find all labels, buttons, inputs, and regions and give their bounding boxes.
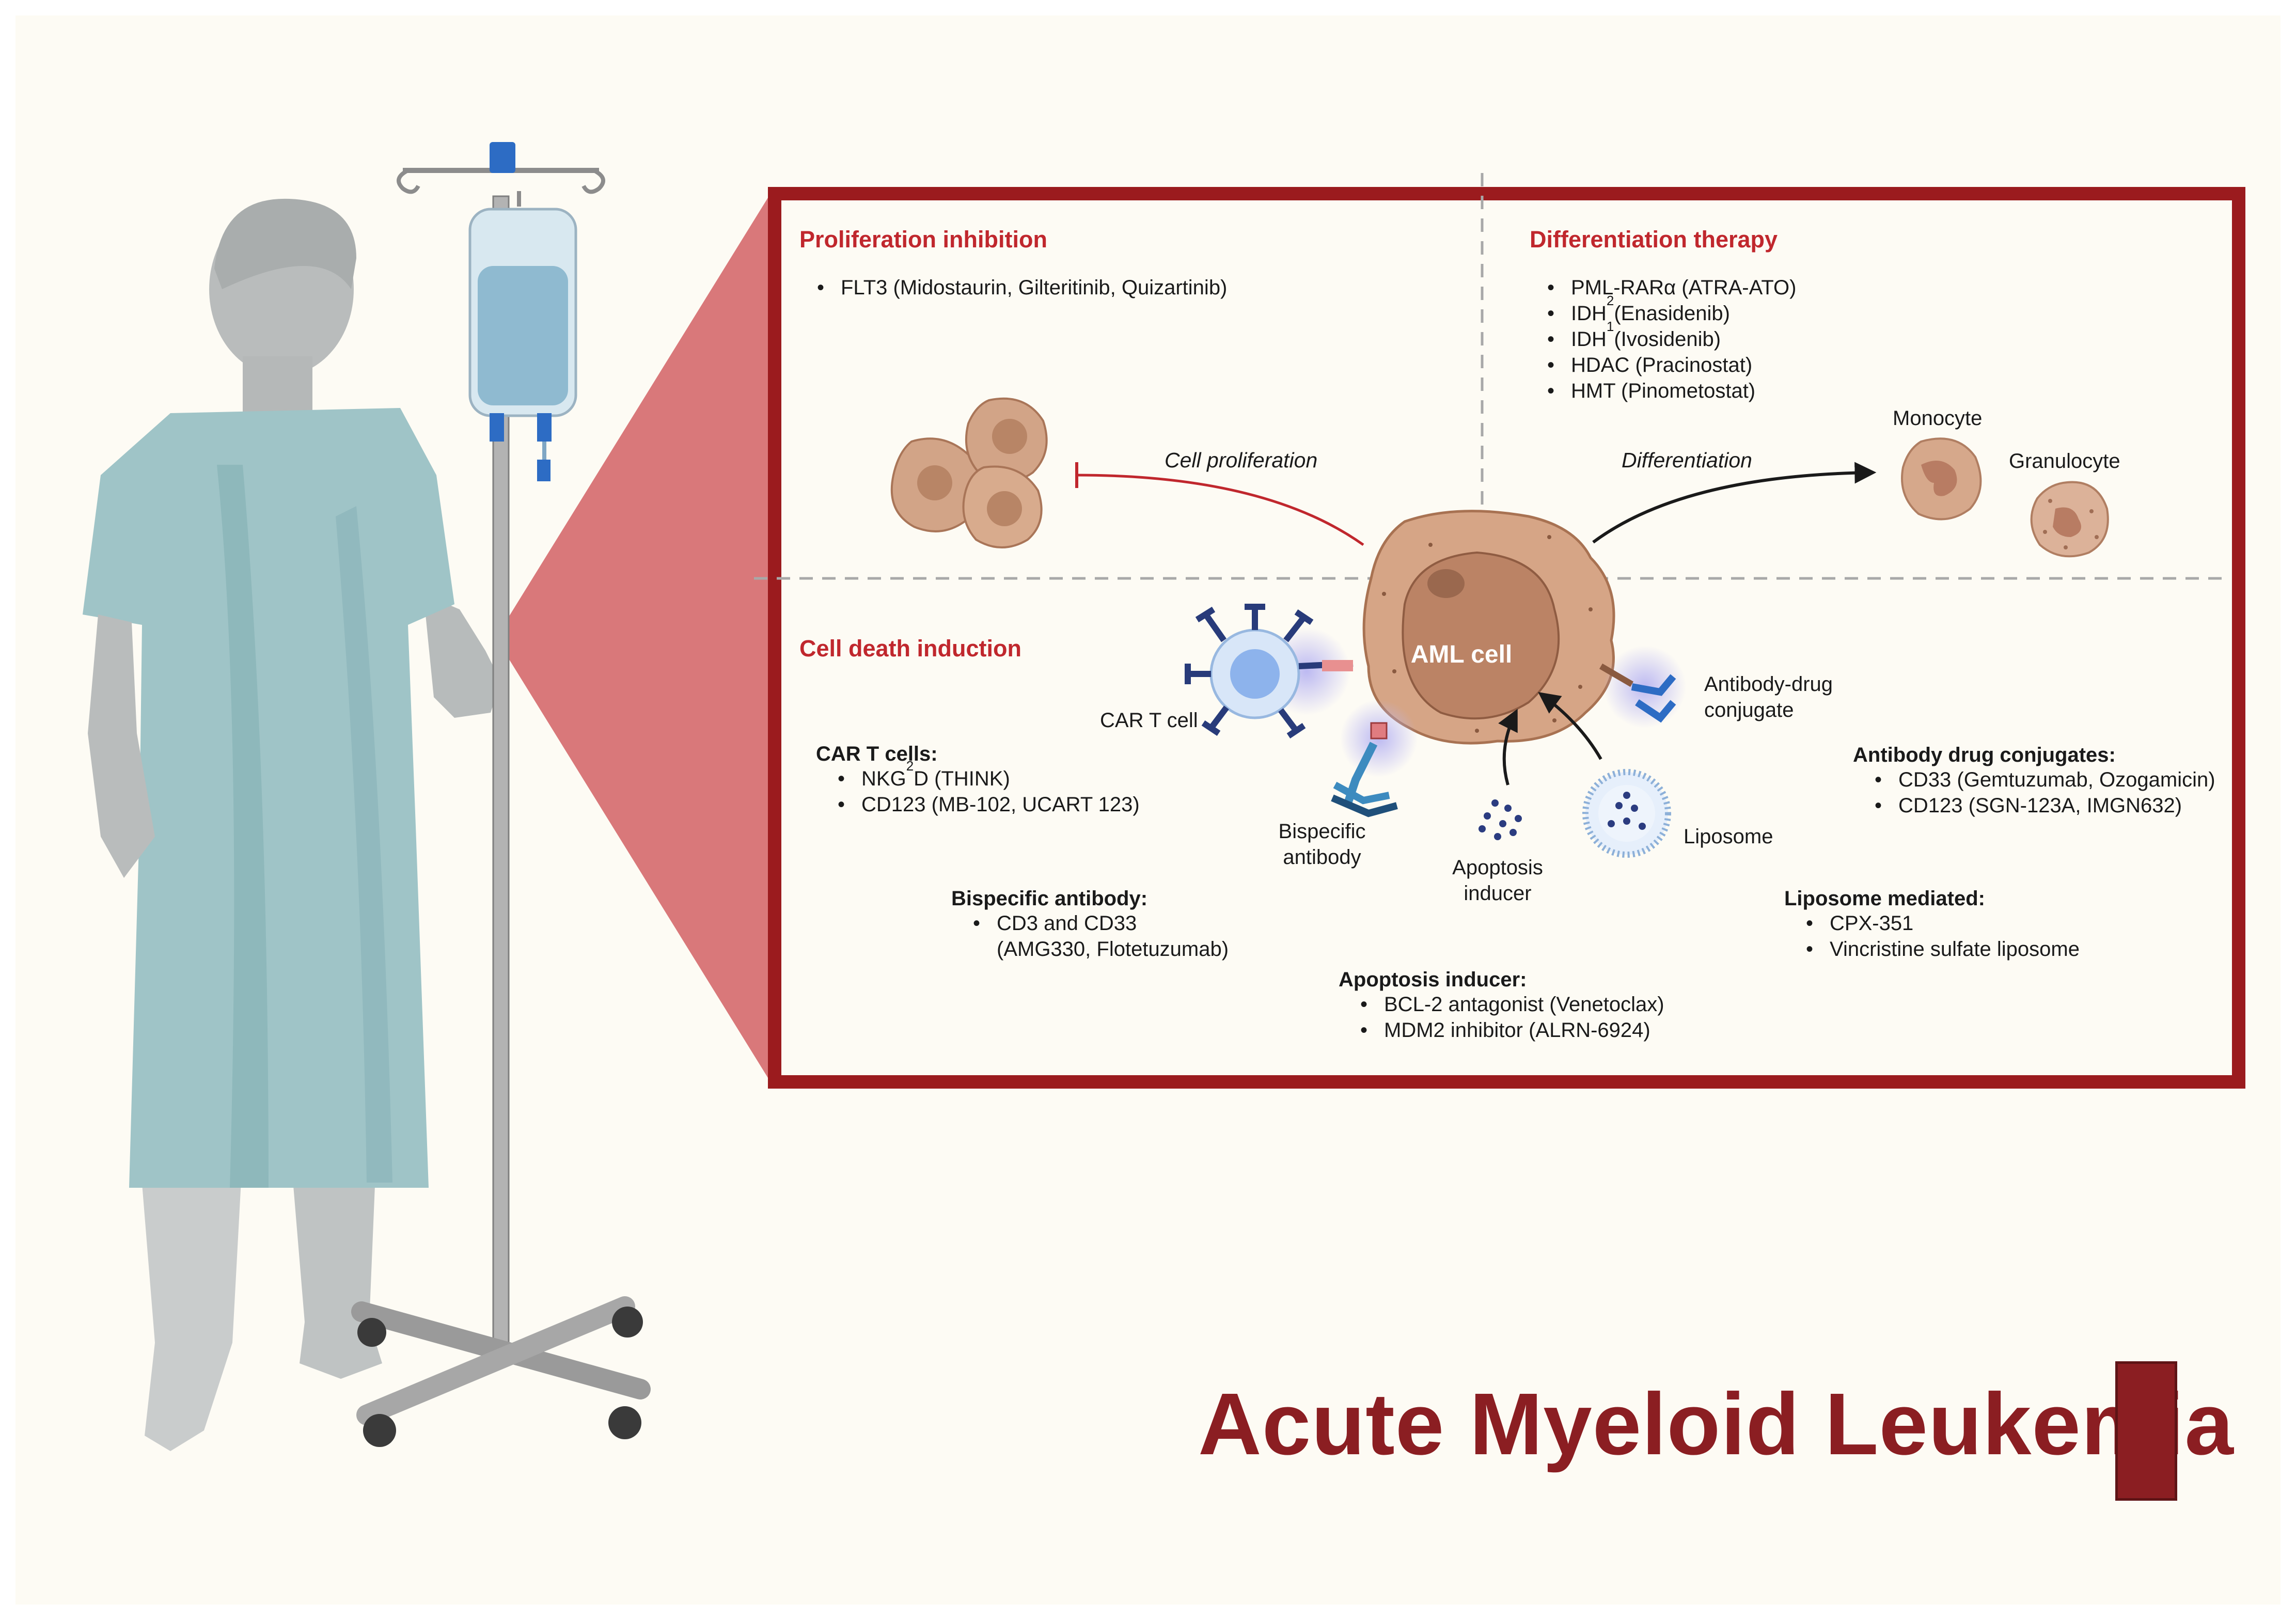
list-item: •BCL-2 antagonist (Venetoclax) [1360, 993, 1664, 1016]
differentiation-label: Differentiation [1622, 448, 1752, 472]
apoptosis-inducer-particles [1479, 799, 1522, 840]
granulocyte-cell [2030, 481, 2109, 558]
apoptosis-group: Apoptosis inducer: •BCL-2 antagonist (Ve… [1339, 968, 1664, 1043]
car-t-cell-label: CAR T cell [1100, 709, 1198, 732]
group-title: Liposome mediated: [1784, 887, 1985, 910]
zoom-wedge [496, 191, 772, 1084]
bispecific-antibody-label: Bispecific antibody [1278, 820, 1366, 869]
list-item: •FLT3 (Midostaurin, Gilteritinib, Quizar… [817, 276, 1228, 299]
proliferating-cells [890, 397, 1048, 548]
list-item: •CD123 (MB-102, UCART 123) [838, 793, 1140, 816]
group-title: Bispecific antibody: [951, 887, 1148, 910]
heading-differentiation: Differentiation therapy [1530, 226, 1778, 253]
liposome-group: Liposome mediated: •CPX-351 •Vincristine… [1784, 887, 2080, 962]
liposome-arrow [1538, 692, 1602, 760]
adc-group: Antibody drug conjugates: •CD33 (Gemtuzu… [1853, 744, 2215, 819]
liposome-particle [1582, 769, 1671, 858]
liposome-label: Liposome [1684, 825, 1773, 848]
antibody-drug-conjugate [1599, 646, 1686, 728]
apoptosis-inducer-label: Apoptosis inducer [1452, 856, 1543, 905]
list-item-continuation: (AMG330, Flotetuzumab) [997, 938, 1229, 961]
list-item: •CD3 and CD33 [973, 912, 1137, 935]
main-title: Acute Myeloid Leukemia [1198, 1375, 2234, 1473]
list-item: •HMT (Pinometostat) [1547, 380, 1756, 402]
title-accent-block [2115, 1361, 2177, 1501]
group-title: CAR T cells: [816, 743, 938, 765]
list-item: •Vincristine sulfate liposome [1806, 938, 2080, 961]
heading-proliferation: Proliferation inhibition [799, 226, 1047, 253]
patient-figure [83, 198, 501, 1451]
list-item: •HDAC (Pracinostat) [1547, 354, 1753, 376]
list-item: •CD33 (Gemtuzumab, Ozogamicin) [1875, 768, 2215, 791]
heading-cell-death: Cell death induction [799, 635, 1022, 662]
list-item: •CD123 (SGN-123A, IMGN632) [1875, 794, 2182, 817]
proliferation-list: •FLT3 (Midostaurin, Gilteritinib, Quizar… [817, 275, 1227, 301]
list-item: •CPX-351 [1806, 912, 1914, 935]
cell-proliferation-label: Cell proliferation [1165, 448, 1318, 472]
differentiation-arrow [1592, 462, 1877, 544]
group-title: Apoptosis inducer: [1339, 968, 1527, 991]
iv-stand [351, 142, 651, 1447]
list-item: •MDM2 inhibitor (ALRN-6924) [1360, 1019, 1650, 1042]
group-title: Antibody drug conjugates: [1853, 744, 2116, 766]
monocyte-cell [1901, 437, 1982, 521]
apoptosis-arrow [1498, 709, 1518, 785]
bispecific-antibody [1331, 700, 1418, 817]
bispecific-group: Bispecific antibody: •CD3 and CD33 (AMG3… [951, 887, 1229, 962]
monocyte-label: Monocyte [1893, 407, 1983, 430]
proliferation-inhibition-arrow [1076, 474, 1364, 546]
antibody-drug-conjugate-label: Antibody-drug conjugate [1704, 673, 1833, 721]
aml-cell [1362, 510, 1615, 745]
car-t-cell [1185, 604, 1354, 738]
list-item: •PML-RARα (ATRA-ATO) [1547, 276, 1797, 299]
granulocyte-label: Granulocyte [2009, 450, 2120, 473]
aml-cell-label: AML cell [1410, 641, 1513, 668]
